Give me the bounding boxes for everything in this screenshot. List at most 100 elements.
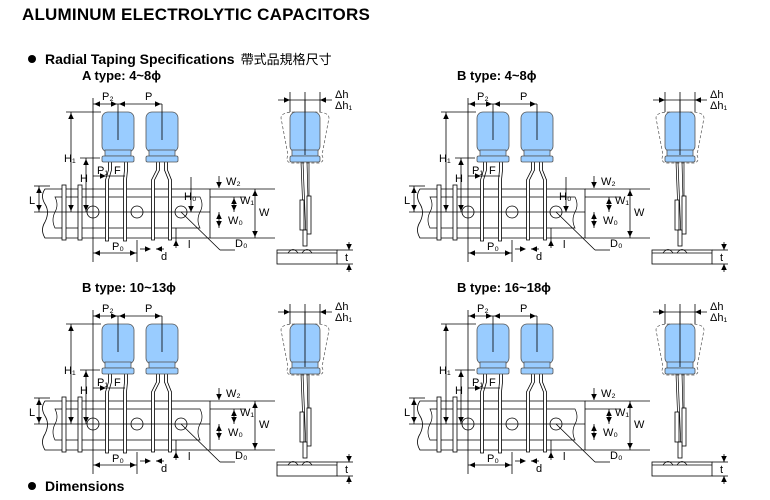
label-delta-h1: Δh₁ bbox=[335, 312, 352, 324]
arrowhead bbox=[83, 205, 89, 211]
arrowhead bbox=[130, 250, 136, 256]
arrowhead bbox=[100, 173, 106, 179]
arrowhead bbox=[563, 206, 569, 212]
label-p1: P₁ bbox=[97, 165, 108, 177]
arrowhead bbox=[469, 250, 475, 256]
arrowhead bbox=[591, 221, 597, 227]
label-w1: W₁ bbox=[615, 407, 629, 419]
label-p: P bbox=[520, 303, 527, 315]
label-w0: W₀ bbox=[603, 215, 618, 227]
arrowhead bbox=[320, 309, 326, 315]
label-l-small: l bbox=[563, 451, 565, 463]
arrowhead bbox=[591, 394, 597, 400]
capacitor-1-ring bbox=[104, 361, 132, 369]
label-l: L bbox=[404, 407, 410, 419]
label-w0: W₀ bbox=[603, 427, 618, 439]
panel-title: B type: 10~13ϕ bbox=[82, 280, 176, 295]
label-d0: D₀ bbox=[610, 238, 623, 250]
label-l-small: l bbox=[188, 451, 190, 463]
label-h: H bbox=[455, 385, 463, 397]
label-w: W bbox=[259, 207, 270, 219]
side-capacitor-flange bbox=[289, 155, 321, 163]
arrowhead bbox=[505, 250, 511, 256]
label-f: F bbox=[114, 165, 121, 177]
arrowhead bbox=[695, 309, 701, 315]
arrowhead bbox=[530, 101, 536, 107]
arrowhead bbox=[721, 476, 727, 482]
arrowhead bbox=[548, 240, 554, 246]
arrowhead bbox=[531, 246, 537, 252]
panel-title: B type: 16~18ϕ bbox=[457, 280, 551, 295]
section-heading-dimensions: Dimensions bbox=[28, 478, 124, 494]
arrowhead bbox=[606, 410, 612, 416]
arrowhead bbox=[458, 159, 464, 165]
arrowhead bbox=[252, 231, 258, 237]
side-lead-bump bbox=[662, 461, 688, 466]
label-delta-h1: Δh₁ bbox=[710, 312, 727, 324]
arrowhead bbox=[606, 205, 612, 211]
lead-wire bbox=[105, 162, 112, 242]
label-w2: W₂ bbox=[601, 388, 616, 400]
label-h0: H₀ bbox=[184, 191, 197, 203]
lead-wire bbox=[164, 374, 172, 453]
label-w1: W₁ bbox=[240, 407, 254, 419]
arrowhead bbox=[469, 462, 475, 468]
arrowhead bbox=[231, 410, 237, 416]
arrowhead bbox=[606, 417, 612, 423]
capacitor-1-flange bbox=[101, 155, 135, 163]
arrowhead bbox=[83, 417, 89, 423]
adhesive-tape bbox=[52, 196, 203, 229]
arrowhead bbox=[94, 101, 100, 107]
arrowhead bbox=[94, 250, 100, 256]
label-d0: D₀ bbox=[235, 238, 248, 250]
arrowhead bbox=[695, 97, 701, 103]
arrowhead bbox=[145, 458, 151, 464]
label-t: t bbox=[720, 252, 723, 264]
label-t: t bbox=[345, 464, 348, 476]
arrowhead bbox=[591, 433, 597, 439]
arrowhead bbox=[284, 97, 290, 103]
leader-line bbox=[180, 211, 221, 251]
label-h1: H₁ bbox=[64, 365, 76, 377]
label-p0: P₀ bbox=[487, 453, 499, 465]
arrowhead bbox=[443, 205, 449, 211]
arrowhead bbox=[252, 190, 258, 196]
label-d0: D₀ bbox=[235, 450, 248, 462]
label-l: L bbox=[29, 407, 35, 419]
label-w1: W₁ bbox=[240, 195, 254, 207]
arrowhead bbox=[411, 399, 417, 405]
arrowhead bbox=[100, 385, 106, 391]
capacitor-2-ring bbox=[148, 149, 176, 157]
lead-wire bbox=[526, 374, 535, 453]
arrowhead bbox=[591, 425, 597, 431]
arrowhead bbox=[36, 417, 42, 423]
side-capacitor-flange bbox=[664, 367, 696, 375]
side-base-tape bbox=[276, 461, 338, 477]
side-lead-end bbox=[302, 441, 308, 459]
arrowhead bbox=[216, 394, 222, 400]
label-l-small: l bbox=[188, 239, 190, 251]
label-p: P bbox=[145, 303, 152, 315]
adhesive-tape bbox=[427, 408, 578, 441]
arrowhead bbox=[216, 213, 222, 219]
arrowhead bbox=[346, 476, 352, 482]
lead-strip bbox=[61, 184, 67, 241]
label-w0: W₀ bbox=[228, 427, 243, 439]
label-f: F bbox=[489, 377, 496, 389]
label-delta-h1: Δh₁ bbox=[335, 100, 352, 112]
arrowhead bbox=[486, 313, 492, 319]
label-p: P bbox=[520, 91, 527, 103]
label-w2: W₂ bbox=[601, 176, 616, 188]
arrowhead bbox=[443, 417, 449, 423]
label-w: W bbox=[634, 207, 645, 219]
side-tape bbox=[299, 411, 305, 443]
arrowhead bbox=[216, 433, 222, 439]
side-lead-bump bbox=[287, 249, 313, 254]
leader-line bbox=[555, 211, 596, 251]
capacitor-1-ring bbox=[479, 149, 507, 157]
label-p0: P₀ bbox=[112, 241, 124, 253]
side-lead-end bbox=[302, 229, 308, 247]
label-w: W bbox=[634, 419, 645, 431]
